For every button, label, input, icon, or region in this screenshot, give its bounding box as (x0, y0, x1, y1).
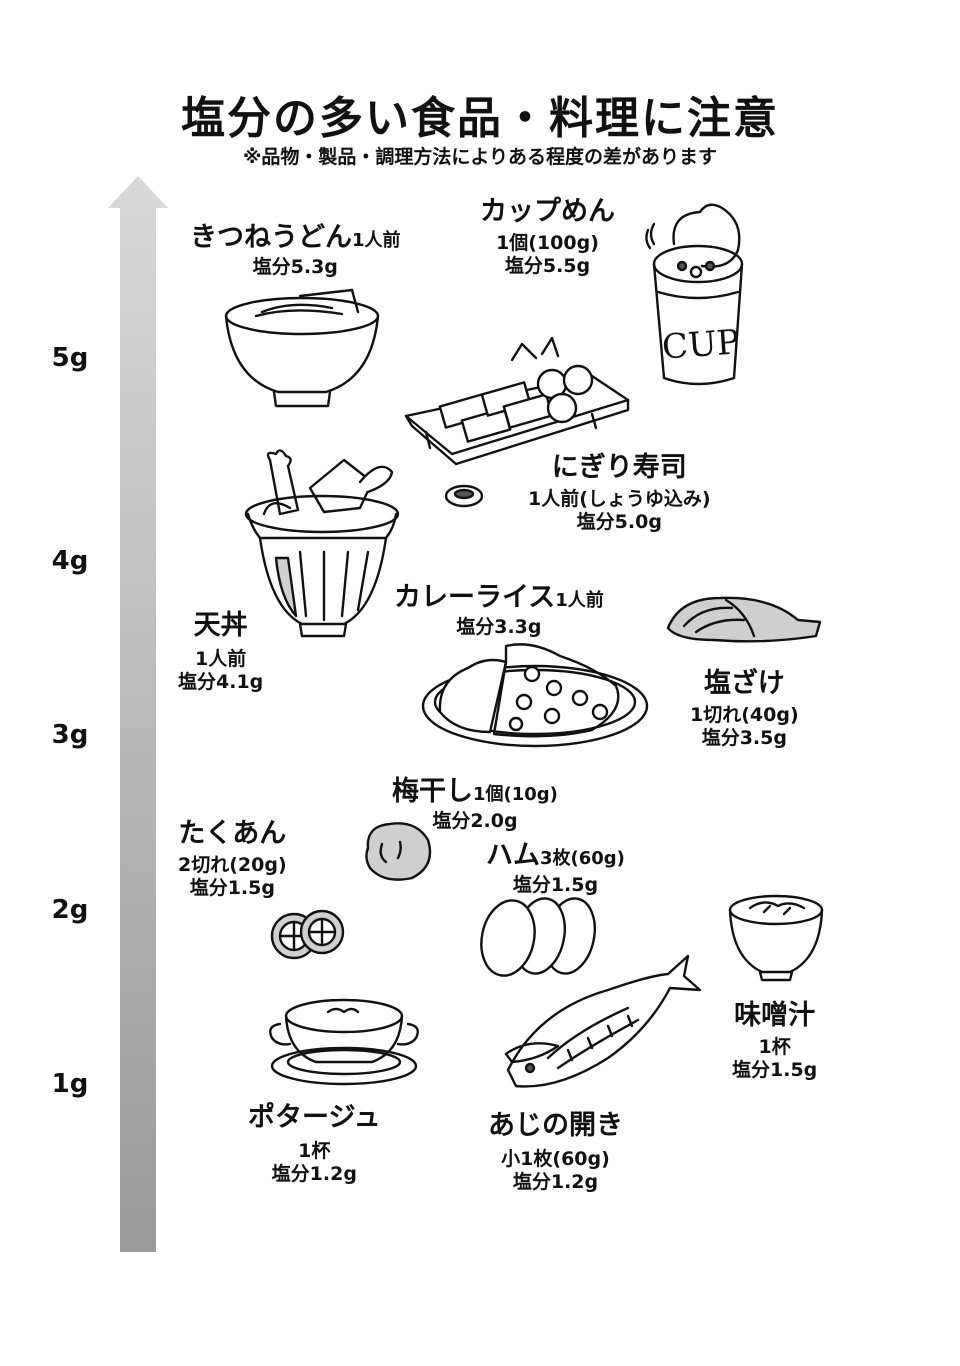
aji-hiraki-fish-icon (504, 954, 702, 1088)
takuan-slices-icon (270, 909, 345, 960)
label-cup-noodle: カップめん 1個(100g) 塩分5.5g (480, 196, 615, 278)
food-name: にぎり寿司 (551, 452, 687, 483)
axis-tick-1g: 1g (51, 1069, 89, 1099)
label-tendon: 天丼 1人前 塩分4.1g (178, 610, 263, 694)
label-aji-hiraki: あじの開き 小1枚(60g) 塩分1.2g (488, 1110, 623, 1194)
food-salt: 塩分1.5g (512, 874, 599, 897)
salted-salmon-icon (666, 596, 822, 643)
food-portion: 1個(10g) (473, 784, 558, 805)
food-salt: 塩分1.2g (271, 1163, 357, 1186)
label-ham: ハム3枚(60g) 塩分1.5g (486, 840, 625, 897)
label-kitsune-udon: きつねうどん1人前 塩分5.3g (190, 222, 401, 279)
potage-cup-icon (269, 998, 419, 1086)
label-umeboshi: 梅干し1個(10g) 塩分2.0g (392, 776, 558, 833)
food-salt: 塩分1.5g (732, 1059, 818, 1082)
cup-noodle-cup-text: CUP (660, 322, 741, 368)
food-name: ポタージュ (248, 1102, 381, 1133)
axis-tick-2g: 2g (51, 895, 89, 925)
food-salt: 塩分1.5g (189, 877, 275, 900)
food-name: カップめん (480, 196, 615, 227)
axis-tick-4g: 4g (51, 546, 89, 576)
label-potage: ポタージュ 1杯 塩分1.2g (248, 1102, 381, 1186)
tendon-bowl-icon (244, 449, 400, 638)
nigiri-sushi-icon (404, 336, 630, 508)
food-salt: 塩分4.1g (178, 671, 264, 694)
food-portion: 2切れ(20g) (178, 854, 287, 877)
food-portion: 1人前 (195, 648, 247, 671)
food-salt: 塩分3.3g (456, 616, 542, 639)
page-title: 塩分の多い食品・料理に注意 (181, 93, 779, 144)
curry-rice-plate-icon (421, 643, 649, 748)
food-portion: 3枚(60g) (540, 848, 625, 869)
food-portion: 1人前 (555, 590, 604, 611)
food-portion: 1杯 (758, 1036, 791, 1059)
kitsune-udon-bowl-icon (224, 288, 380, 408)
label-miso-soup: 味噌汁 1杯 塩分1.5g (732, 1000, 817, 1082)
cup-noodle-icon (645, 203, 744, 386)
food-portion: 1切れ(40g) (690, 704, 799, 727)
food-name: 天丼 (193, 610, 248, 641)
page-subtitle: ※品物・製品・調理方法によりある程度の差があります (242, 146, 718, 168)
food-salt: 塩分5.0g (576, 511, 662, 534)
food-name: あじの開き (488, 1110, 623, 1141)
axis-tick-3g: 3g (51, 720, 89, 750)
axis-tick-5g: 5g (51, 343, 89, 373)
umeboshi-icon (365, 822, 432, 881)
food-name: カレーライス (394, 582, 556, 613)
label-salted-salmon: 塩ざけ 1切れ(40g) 塩分3.5g (690, 668, 799, 750)
label-nigiri-sushi: にぎり寿司 1人前(しょうゆ込み) 塩分5.0g (528, 452, 711, 534)
food-portion: 1人前(しょうゆ込み) (528, 488, 711, 511)
food-name: 味噌汁 (734, 1000, 816, 1031)
food-name: たくあん (178, 818, 287, 849)
food-name: 梅干し (392, 776, 473, 807)
food-salt: 塩分2.0g (432, 810, 518, 833)
food-name: きつねうどん (190, 222, 352, 253)
food-portion: 小1枚(60g) (501, 1148, 610, 1171)
food-name: ハム (486, 840, 540, 871)
ham-slices-icon (480, 897, 596, 977)
food-portion: 1人前 (352, 230, 401, 251)
food-salt: 塩分5.3g (252, 256, 338, 279)
salt-axis-arrow (108, 176, 168, 1252)
food-portion: 1個(100g) (496, 232, 599, 255)
food-portion: 1杯 (298, 1140, 331, 1163)
food-salt: 塩分1.2g (512, 1171, 599, 1194)
label-curry-rice: カレーライス1人前 塩分3.3g (394, 582, 604, 639)
food-salt: 塩分3.5g (701, 727, 787, 750)
label-takuan: たくあん 2切れ(20g) 塩分1.5g (178, 818, 287, 900)
food-name: 塩ざけ (703, 668, 785, 699)
miso-soup-bowl-icon (728, 894, 824, 982)
food-salt: 塩分5.5g (504, 255, 591, 278)
